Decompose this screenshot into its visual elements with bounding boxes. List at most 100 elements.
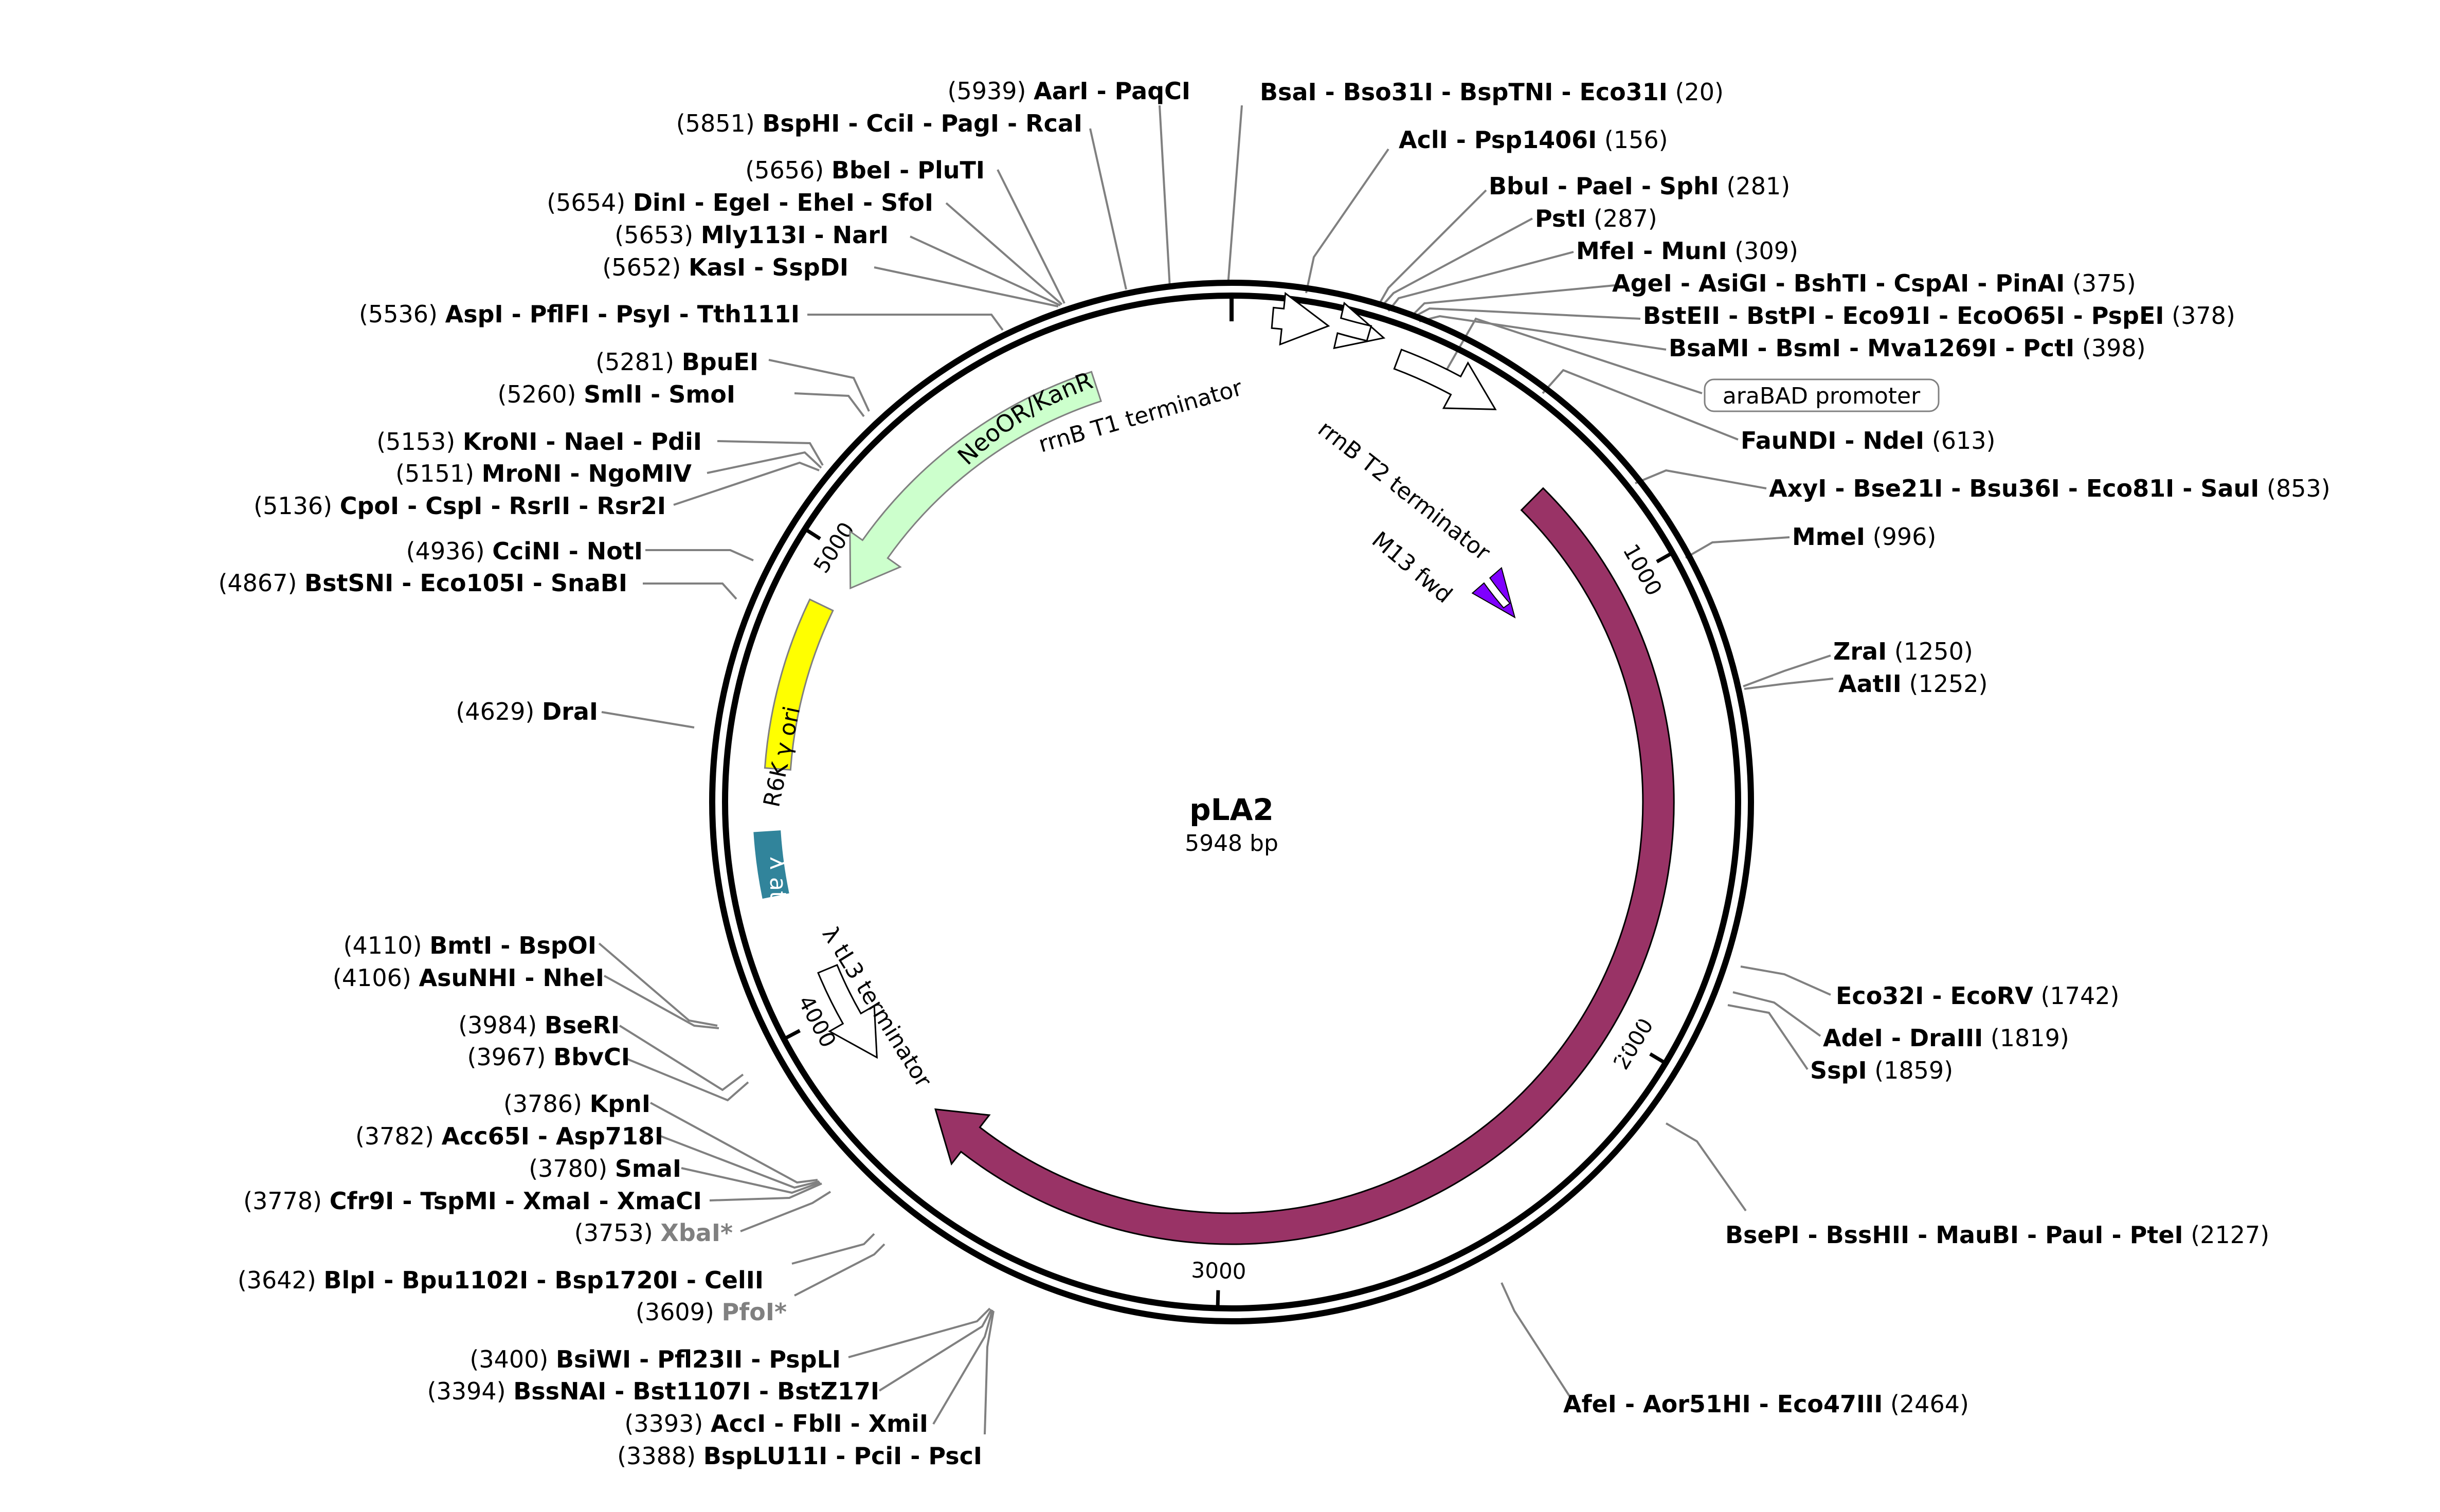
- site-label: (3780) SmaI: [529, 1155, 681, 1182]
- site-label: MfeI - MunI (309): [1576, 237, 1798, 265]
- site-label: BbuI - PaeI - SphI (281): [1489, 172, 1790, 200]
- rrnb-t1-terminator-arrow: [1271, 292, 1330, 346]
- plasmid-size: 5948 bp: [1185, 830, 1278, 857]
- r6k-ori-box: [764, 598, 834, 771]
- leader-bbei: [997, 169, 1065, 304]
- tick-label: 1000: [1618, 540, 1667, 600]
- leader-sspi: [1727, 1004, 1809, 1070]
- leader-cpoi: [673, 461, 820, 506]
- leader-bseri: [619, 1025, 744, 1091]
- site-label: AdeI - DraIII (1819): [1823, 1024, 2069, 1052]
- leader-acli: [1305, 148, 1389, 294]
- leader-faundi: [1542, 369, 1739, 441]
- site-label: (5151) MroNI - NgoMIV: [395, 460, 692, 487]
- attp-label: λ attP: [765, 857, 791, 922]
- site-label: PstI (287): [1535, 205, 1657, 232]
- plasmid-name: pLA2: [1189, 792, 1274, 827]
- leader-bsplu: [984, 1310, 995, 1435]
- m13-fwd-label: M13 fwd: [1367, 526, 1457, 608]
- leader-mroni: [707, 451, 822, 474]
- site-label: AclI - Psp1406I (156): [1399, 126, 1668, 154]
- rrnb-t2-terminator-arrow: [1393, 349, 1497, 410]
- leader-bsai: [1227, 105, 1243, 286]
- leader-drai: [601, 711, 695, 728]
- site-label: (5260) SmlI - SmoI: [498, 380, 735, 408]
- leader-psti: [1380, 217, 1533, 308]
- leader-kpni: [650, 1102, 818, 1184]
- site-label: (3400) BsiWI - Pfl23II - PspLI: [469, 1345, 841, 1373]
- site-label: FauNDI - NdeI (613): [1741, 427, 1996, 454]
- leader-bssnai: [878, 1309, 992, 1392]
- site-label: (3967) BbvCI: [467, 1043, 630, 1071]
- leader-adei: [1732, 991, 1821, 1037]
- leader-arabad: [1444, 317, 1703, 394]
- site-label: (3753) XbaI*: [574, 1219, 733, 1247]
- site-label: (3984) BseRI: [458, 1011, 620, 1039]
- leader-axyi: [1635, 469, 1767, 489]
- site-label: (5851) BspHI - CciI - PagI - RcaI: [676, 110, 1082, 137]
- leader-bbui: [1377, 189, 1487, 306]
- leader-asunhi: [604, 975, 719, 1029]
- leader-dini: [945, 202, 1063, 305]
- tick-mark: [804, 527, 821, 540]
- site-label: (3786) KpnI: [503, 1090, 650, 1118]
- site-label: (4629) DraI: [456, 698, 598, 725]
- leader-mmei: [1685, 536, 1790, 559]
- leader-blpi: [791, 1233, 875, 1265]
- site-label: (5653) Mly113I - NarI: [614, 221, 889, 249]
- backbone-outer-ring: [709, 280, 1754, 1324]
- site-label: ZraI (1250): [1833, 637, 1973, 665]
- leader-pfoi: [794, 1243, 885, 1297]
- leader-eco32i: [1740, 966, 1831, 996]
- neo-kanr-arrow: [849, 371, 1102, 590]
- leader-kroni: [717, 440, 824, 466]
- site-label: (5654) DinI - EgeI - EheI - SfoI: [547, 189, 933, 216]
- site-label: (5652) KasI - SspDI: [602, 253, 848, 281]
- leader-mly: [910, 235, 1061, 306]
- leader-acc65i: [660, 1135, 820, 1189]
- site-label: (5656) BbeI - PluTI: [745, 156, 985, 184]
- site-label: (3388) BspLU11I - PciI - PscI: [617, 1442, 982, 1470]
- leader-kasi: [874, 266, 1059, 307]
- site-label: BsaMI - BsmI - Mva1269I - PctI (398): [1669, 334, 2146, 362]
- leader-aspi: [807, 314, 1004, 331]
- leader-bbvci: [627, 1058, 749, 1102]
- leader-bstsni: [643, 582, 737, 600]
- site-leader-lines: [598, 105, 1834, 1435]
- site-label: AxyI - Bse21I - Bsu36I - Eco81I - SauI (…: [1769, 475, 2330, 502]
- arabad-promoter-box: [1704, 378, 1940, 412]
- site-label: BsaI - Bso31I - BspTNI - Eco31I (20): [1260, 78, 1724, 106]
- leader-cfr9i: [709, 1182, 822, 1201]
- leader-zrai: [1743, 654, 1831, 687]
- site-label: (5136) CpoI - CspI - RsrII - Rsr2I: [254, 492, 666, 520]
- site-label: MmeI (996): [1792, 523, 1936, 551]
- tick-mark: [1649, 1052, 1667, 1065]
- site-label: (4106) AsuNHI - NheI: [333, 964, 604, 992]
- tick-mark: [783, 1029, 801, 1041]
- tick-label: 3000: [1191, 1258, 1246, 1284]
- site-label: BstEII - BstPI - Eco91I - EcoO65I - PspE…: [1643, 302, 2235, 330]
- leader-ccini: [645, 549, 754, 561]
- site-label: (4867) BstSNI - Eco105I - SnaBI: [218, 569, 627, 597]
- tl3-terminator-arrow: [817, 964, 878, 1059]
- site-label: (3782) Acc65I - Asp718I: [355, 1122, 663, 1150]
- site-label: (3609) PfoI*: [636, 1298, 787, 1326]
- leader-bmti: [598, 942, 718, 1027]
- features: [753, 292, 1675, 1245]
- leader-acci: [932, 1309, 993, 1425]
- site-label: (3393) AccI - FblI - XmiI: [624, 1410, 928, 1437]
- m13-fwd-primer: [1471, 567, 1516, 618]
- leader-smai: [681, 1167, 821, 1194]
- site-labels-right: BsaI - Bso31I - BspTNI - Eco31I (20) Acl…: [1260, 78, 2330, 1418]
- rrnb-t1-small-arrow: [1333, 301, 1386, 350]
- leader-afei: [1501, 1282, 1572, 1399]
- leader-aari: [1159, 105, 1171, 288]
- site-label: (5153) KroNI - NaeI - PdiI: [376, 428, 702, 456]
- site-label: AfeI - Aor51HI - Eco47III (2464): [1563, 1390, 1969, 1418]
- site-label: (4936) CciNI - NotI: [406, 537, 643, 565]
- leader-bpuei: [768, 359, 870, 412]
- arabad-promoter-label: araBAD promoter: [1723, 383, 1921, 409]
- leader-xbai: [740, 1191, 832, 1232]
- leader-aatii: [1744, 678, 1834, 690]
